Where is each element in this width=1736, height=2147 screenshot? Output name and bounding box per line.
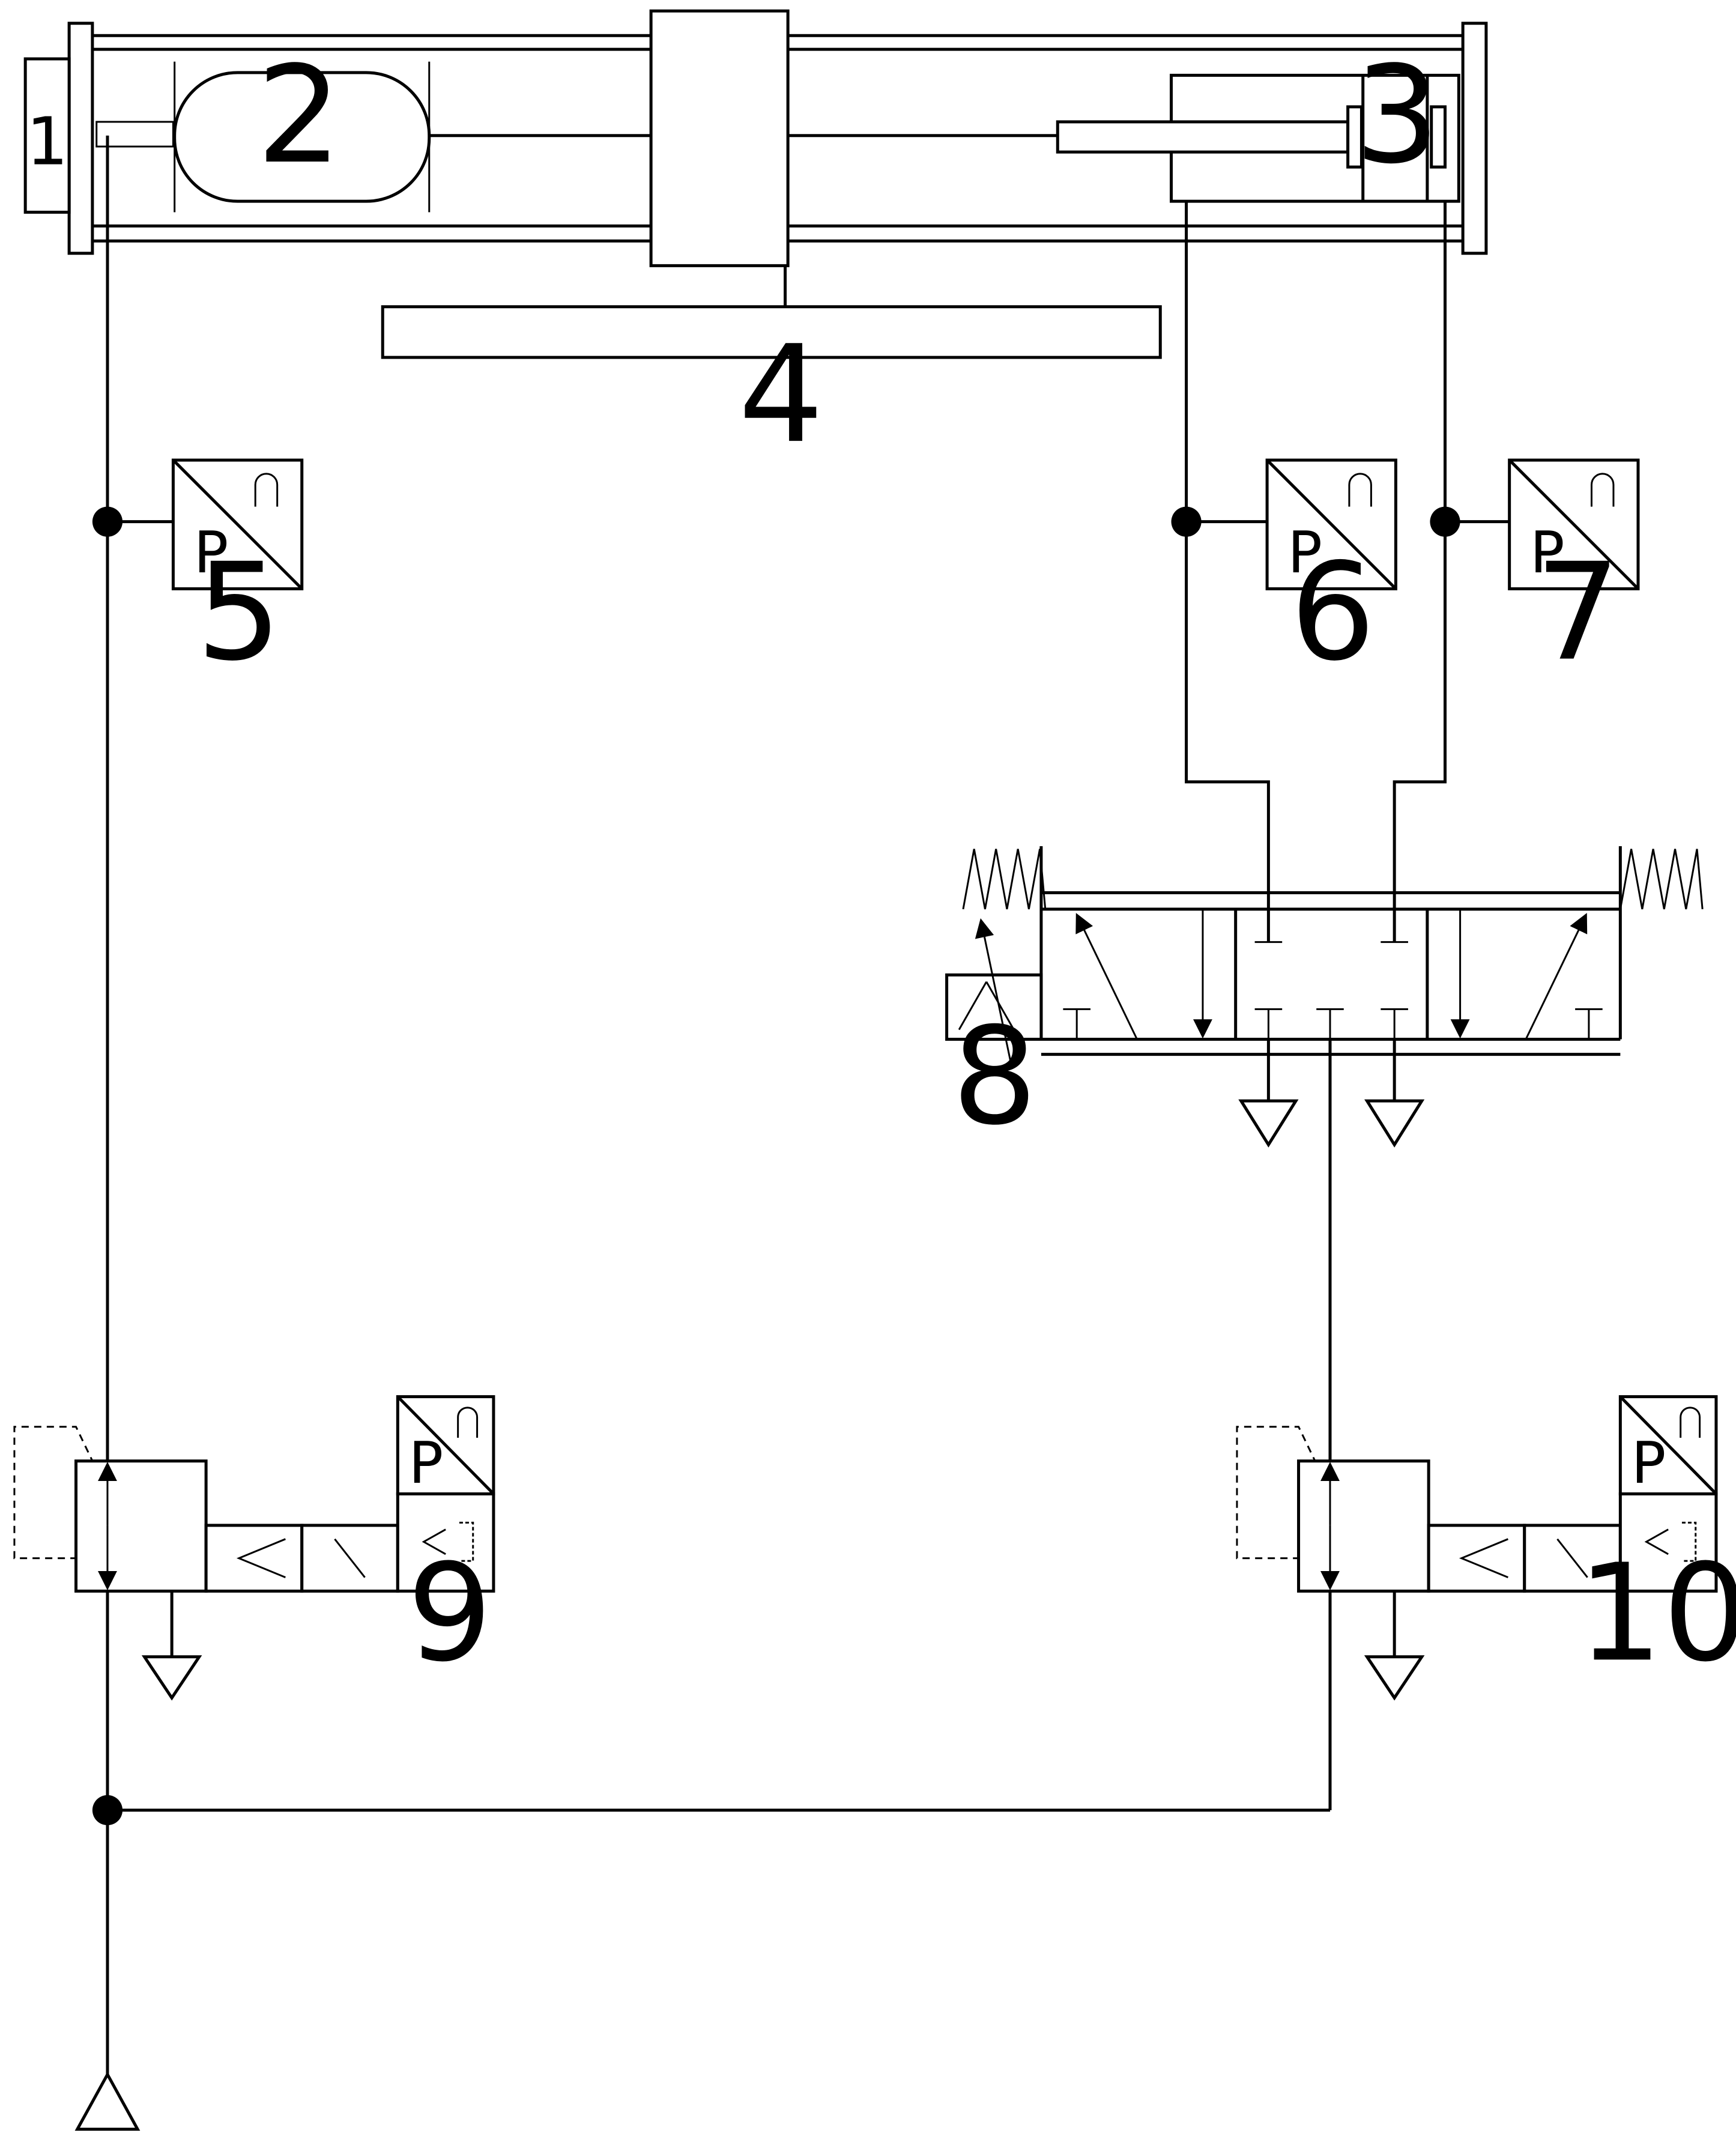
label-5: 5 — [196, 534, 282, 691]
directional-valve-8: 8 — [947, 846, 1703, 1155]
pressure-sensor-5: P 5 — [107, 460, 302, 691]
source-triangle — [77, 2074, 138, 2129]
label-2: 2 — [256, 37, 342, 193]
label-10: 10 — [1577, 1535, 1736, 1691]
component-1-block: 1 — [25, 59, 69, 212]
sensor-letter: P — [409, 1429, 444, 1497]
component-3-cylinder: 3 — [1057, 37, 1459, 201]
sensor-letter: P — [1287, 519, 1322, 586]
label-7: 7 — [1535, 534, 1621, 691]
solenoid-valve-9: P 9 — [14, 1397, 494, 1698]
label-3: 3 — [1355, 37, 1440, 193]
label-1: 1 — [26, 103, 68, 180]
component-4-plate: 4 — [383, 307, 1160, 473]
label-4: 4 — [739, 316, 824, 473]
label-9: 9 — [407, 1535, 492, 1691]
label-6: 6 — [1290, 534, 1375, 691]
carriage-block — [651, 11, 1057, 306]
pressure-sensor-6: P 6 — [1187, 460, 1396, 691]
solenoid-valve-10: P 10 — [1237, 1397, 1736, 1698]
sensor-letter: P — [1632, 1429, 1666, 1497]
sensor-letter: P — [194, 519, 229, 586]
main-supply-line — [107, 136, 1330, 2116]
sensor-letter: P — [1530, 519, 1565, 586]
junction-dot — [92, 1795, 123, 1826]
component-2-capsule: 2 — [97, 37, 651, 212]
cylinder-port-lines — [1187, 201, 1445, 942]
label-8: 8 — [952, 999, 1037, 1155]
pressure-sensor-7: P 7 — [1445, 460, 1638, 691]
